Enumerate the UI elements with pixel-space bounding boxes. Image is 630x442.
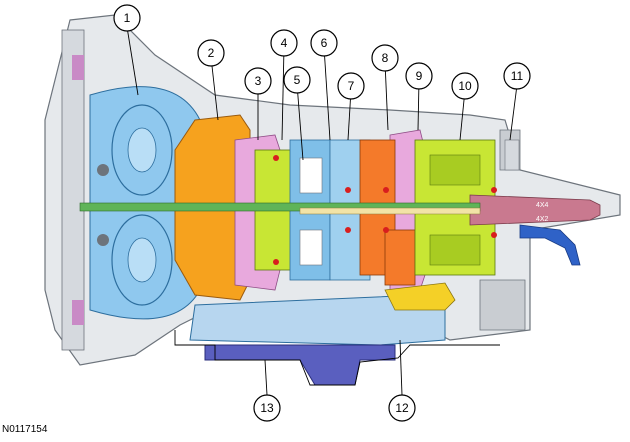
callout-6: 6 [310, 29, 338, 57]
orange-clutch-b [384, 229, 416, 286]
svg-text:2: 2 [208, 46, 215, 60]
oil-filter [204, 344, 396, 386]
svg-text:12: 12 [395, 401, 409, 415]
label-4x2: 4X2 [536, 216, 549, 223]
rear-planetary-gearset [429, 154, 481, 186]
svg-text:7: 7 [348, 79, 355, 93]
front-plate [61, 29, 85, 351]
label-4x4: 4X4 [536, 202, 549, 209]
callout-4: 4 [270, 29, 298, 57]
front-flange-bottom [72, 300, 84, 325]
callout-5: 5 [283, 66, 311, 94]
callout-7: 7 [337, 72, 365, 100]
callout-12: 12 [388, 394, 416, 422]
callout-13: 13 [253, 394, 281, 422]
front-flange-top [72, 55, 84, 80]
svg-text:4: 4 [281, 36, 288, 50]
intermediate-one-way [299, 157, 323, 194]
rear-planetary-gearset-lower [429, 234, 481, 266]
input-shaft [79, 202, 481, 212]
seal-markers [273, 155, 497, 265]
callout-2: 2 [197, 39, 225, 67]
callout-10: 10 [451, 72, 479, 100]
oil-pan-outline [174, 330, 500, 386]
svg-text:9: 9 [416, 69, 423, 83]
svg-text:5: 5 [294, 73, 301, 87]
figure-id-label: N0117154 [2, 424, 48, 435]
svg-text:8: 8 [382, 51, 389, 65]
svg-text:11: 11 [511, 69, 524, 83]
intermediate-one-way-lower [299, 229, 323, 266]
output-speed-sensor [504, 139, 520, 171]
svg-text:1: 1 [124, 11, 131, 25]
callout-8: 8 [371, 44, 399, 72]
manual-valve-linkage [384, 282, 456, 311]
callout-1: 1 [113, 4, 141, 32]
intermediate-shaft [299, 207, 481, 215]
svg-text:6: 6 [321, 36, 328, 50]
callout-11: 11 [503, 62, 531, 90]
callout-3: 3 [244, 67, 272, 95]
svg-text:3: 3 [255, 74, 262, 88]
output-shaft [469, 194, 601, 226]
shift-lever [519, 224, 581, 266]
tail-housing [479, 129, 526, 331]
torque-converter [89, 86, 201, 320]
callout-9: 9 [405, 62, 433, 90]
svg-text:10: 10 [458, 79, 472, 93]
svg-text:13: 13 [260, 401, 274, 415]
